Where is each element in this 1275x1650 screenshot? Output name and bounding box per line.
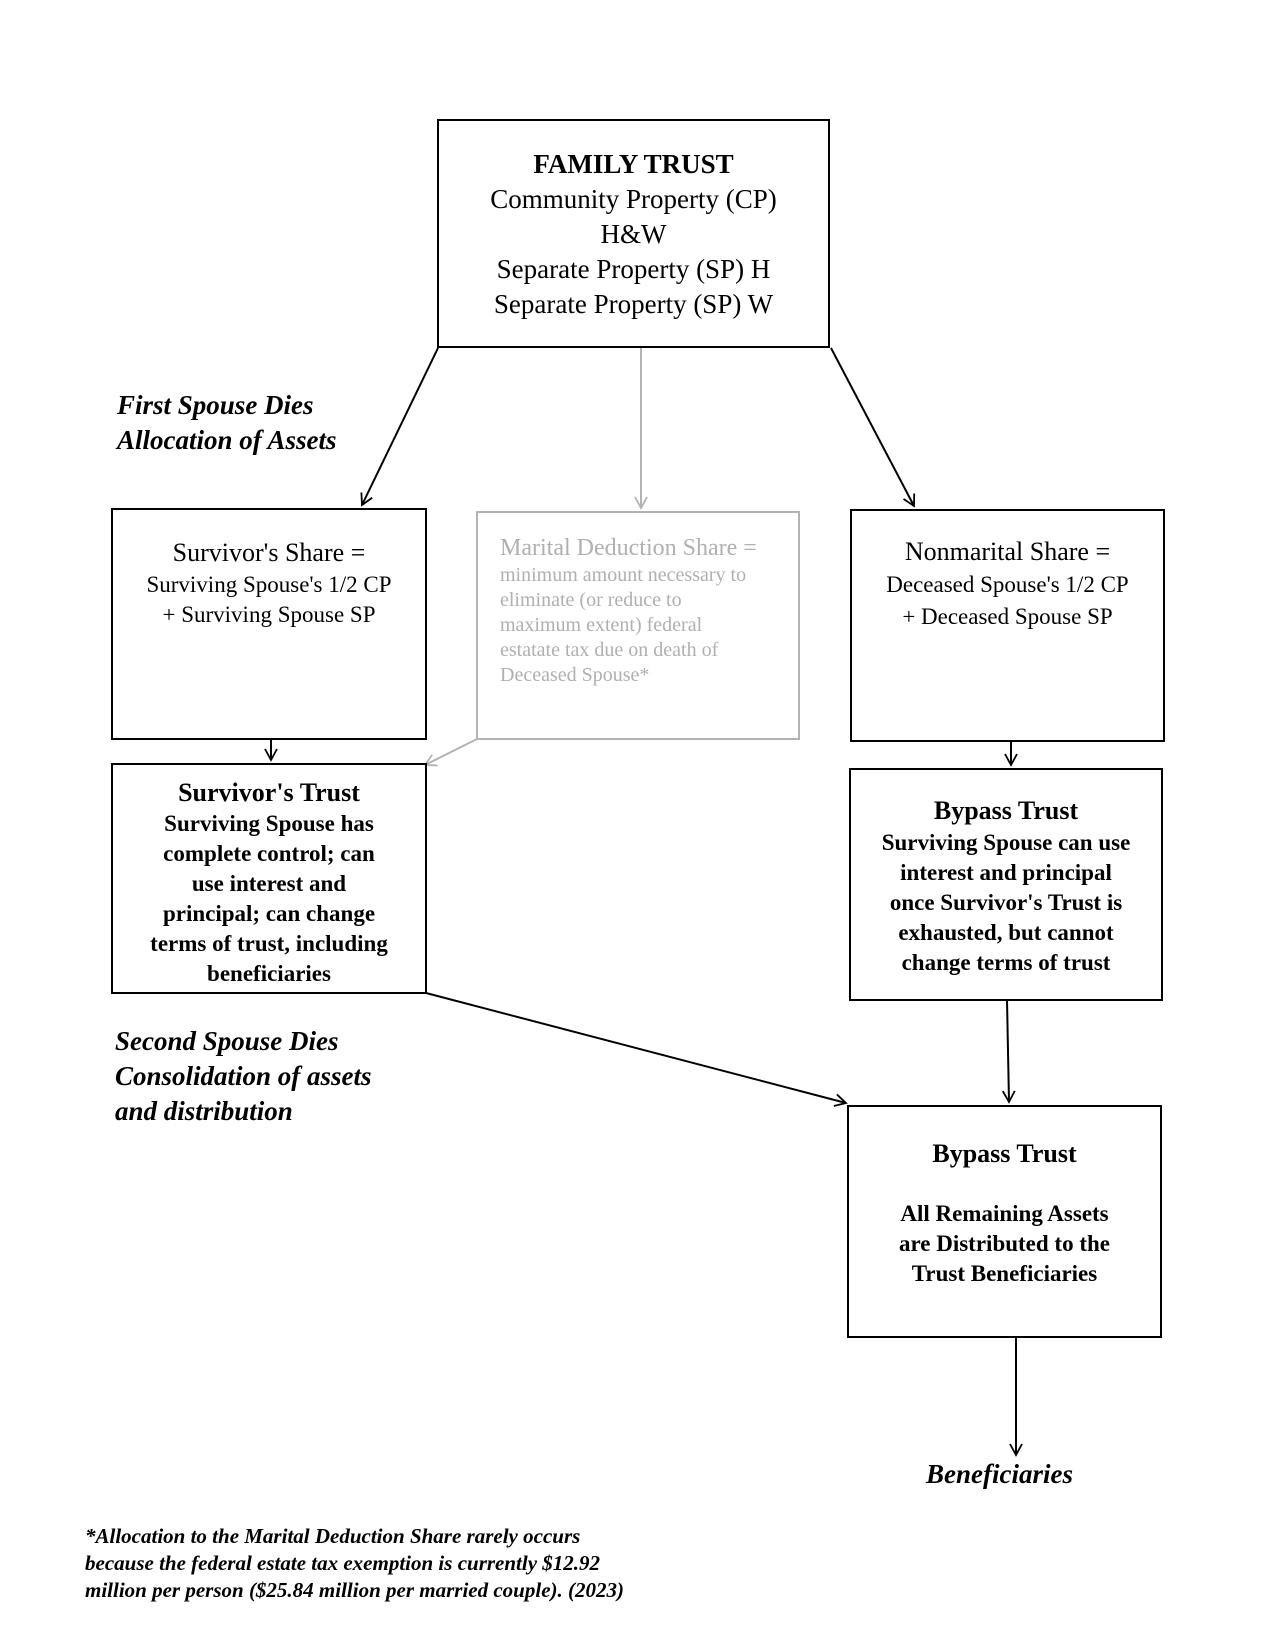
footnote-line: million per person ($25.84 million per m… — [85, 1578, 624, 1602]
family-trust-line: Separate Property (SP) W — [493, 289, 774, 319]
survivors-trust-line: use interest and — [191, 871, 347, 896]
bypass-trust-line: once Survivor's Trust is — [889, 890, 1123, 915]
nonmarital-share-title: Nonmarital Share = — [904, 537, 1111, 566]
bypass-trust-final-line: All Remaining Assets — [900, 1201, 1109, 1226]
marital-share-line: eliminate (or reduce to — [500, 589, 682, 611]
bypass-trust-box: Bypass Trust Surviving Spouse can use in… — [849, 768, 1163, 1001]
label-line: Allocation of Assets — [117, 425, 337, 455]
survivors-trust-box: Survivor's Trust Surviving Spouse has co… — [111, 763, 427, 994]
survivors-trust-line: principal; can change — [162, 901, 376, 926]
footnote: *Allocation to the Marital Deduction Sha… — [85, 1523, 624, 1604]
beneficiaries-label: Beneficiaries — [926, 1459, 1073, 1489]
family-trust-line: H&W — [600, 219, 667, 249]
footnote-line: because the federal estate tax exemption… — [85, 1551, 601, 1575]
family-trust-line: Community Property (CP) — [490, 184, 777, 214]
label-line: First Spouse Dies — [117, 390, 314, 420]
footnote-line: *Allocation to the Marital Deduction Sha… — [85, 1524, 581, 1548]
label-line: Second Spouse Dies — [115, 1026, 339, 1056]
survivor-share-title: Survivor's Share = — [172, 538, 366, 567]
survivors-trust-line: complete control; can — [163, 841, 375, 866]
second-spouse-dies-label: Second Spouse Dies Consolidation of asse… — [115, 1024, 372, 1129]
marital-share-line: minimum amount necessary to — [500, 564, 747, 586]
nonmarital-share-line: + Deceased Spouse SP — [902, 604, 1113, 629]
bypass-trust-line: Surviving Spouse can use — [881, 830, 1131, 855]
first-spouse-dies-label: First Spouse Dies Allocation of Assets — [117, 388, 337, 458]
survivor-share-line: + Surviving Spouse SP — [162, 602, 376, 627]
bypass-trust-title: Bypass Trust — [933, 796, 1079, 825]
survivors-trust-line: beneficiaries — [207, 961, 331, 986]
bypass-trust-final-box: Bypass Trust All Remaining Assets are Di… — [847, 1105, 1162, 1338]
bypass-trust-final-title: Bypass Trust — [932, 1139, 1077, 1168]
label-line: and distribution — [115, 1096, 293, 1126]
survivors-trust-line: terms of trust, including — [150, 931, 388, 956]
survivors-trust-line: Surviving Spouse has — [164, 811, 374, 836]
bypass-trust-final-line: are Distributed to the — [898, 1231, 1111, 1256]
arrow-marital-to-survivors-trust — [423, 738, 478, 767]
arrow-survivors-trust-to-bypass-final — [425, 992, 848, 1107]
bypass-trust-final-line: Trust Beneficiaries — [911, 1261, 1098, 1286]
bypass-trust-line: change terms of trust — [901, 950, 1111, 975]
arrow-bypass-to-bypass-final — [1002, 999, 1016, 1104]
marital-share-title: Marital Deduction Share = — [500, 535, 757, 561]
label-line: Consolidation of assets — [115, 1061, 372, 1091]
survivors-trust-title: Survivor's Trust — [178, 778, 360, 807]
marital-share-line: Deceased Spouse* — [500, 664, 650, 686]
nonmarital-share-line: Deceased Spouse's 1/2 CP — [886, 572, 1129, 597]
nonmarital-share-box: Nonmarital Share = Deceased Spouse's 1/2… — [850, 509, 1165, 742]
family-trust-box: FAMILY TRUST Community Property (CP) H&W… — [437, 119, 830, 348]
survivor-share-line: Surviving Spouse's 1/2 CP — [146, 572, 392, 597]
family-trust-line: Separate Property (SP) H — [496, 254, 771, 284]
bypass-trust-line: interest and principal — [900, 860, 1112, 885]
arrow-family-to-survivor-share — [360, 347, 439, 507]
marital-share-line: maximum extent) federal — [500, 614, 703, 636]
bypass-trust-line: exhausted, but cannot — [898, 920, 1114, 945]
arrow-family-to-nonmarital-share — [830, 347, 916, 508]
family-trust-title: FAMILY TRUST — [533, 149, 734, 179]
marital-share-line: estatate tax due on death of — [500, 639, 719, 661]
survivor-share-box: Survivor's Share = Surviving Spouse's 1/… — [111, 508, 427, 740]
marital-deduction-share-box: Marital Deduction Share = minimum amount… — [476, 511, 800, 740]
